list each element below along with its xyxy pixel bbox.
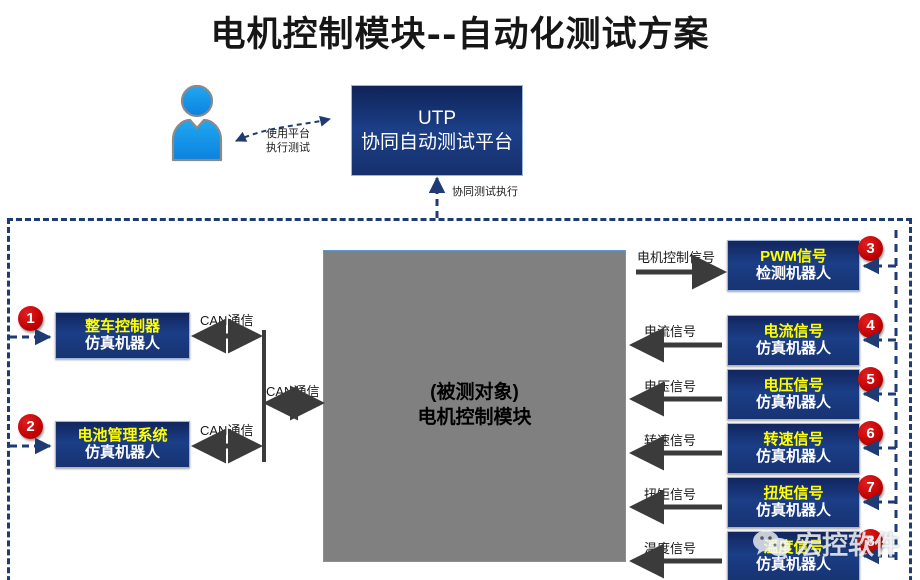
node-subtitle: 仿真机器人 bbox=[755, 393, 831, 411]
user-link-line1: 使用平台 bbox=[266, 128, 310, 140]
signal-label-7: 扭矩信号 bbox=[644, 487, 697, 502]
badge-3: 3 bbox=[858, 236, 883, 261]
can-label-2: CAN通信 bbox=[200, 423, 254, 438]
badge-6: 6 bbox=[858, 421, 883, 446]
signal-label-5: 电压信号 bbox=[644, 379, 697, 394]
node-box-speed-signal[interactable]: 转速信号 仿真机器人 bbox=[727, 423, 860, 474]
node-box-current-signal[interactable]: 电流信号 仿真机器人 bbox=[727, 315, 860, 366]
user-link-line2: 执行测试 bbox=[266, 141, 310, 154]
node-title: 扭矩信号 bbox=[763, 484, 824, 502]
signal-label-4: 电流信号 bbox=[644, 324, 697, 339]
signal-label-6: 转速信号 bbox=[644, 433, 697, 448]
user-platform-link-label: 使用平台 执行测试 bbox=[245, 128, 331, 156]
utp-subtitle: 协同自动测试平台 bbox=[360, 131, 513, 153]
badge-1: 1 bbox=[18, 306, 43, 331]
node-subtitle: 仿真机器人 bbox=[84, 334, 160, 352]
node-box-pwm-signal[interactable]: PWM信号 检测机器人 bbox=[727, 240, 860, 291]
node-title: 电压信号 bbox=[763, 376, 824, 394]
utp-title: UTP bbox=[418, 107, 456, 129]
node-box-torque-signal[interactable]: 扭矩信号 仿真机器人 bbox=[727, 477, 860, 528]
node-subtitle: 检测机器人 bbox=[755, 264, 831, 282]
signal-label-8: 温度信号 bbox=[644, 541, 697, 556]
node-box-battery-management[interactable]: 电池管理系统 仿真机器人 bbox=[55, 421, 190, 468]
node-subtitle: 仿真机器人 bbox=[755, 555, 831, 573]
node-box-vehicle-controller[interactable]: 整车控制器 仿真机器人 bbox=[55, 312, 190, 359]
node-title: 电流信号 bbox=[763, 322, 824, 340]
coordinated-exec-label: 协同测试执行 bbox=[452, 186, 518, 198]
node-title: PWM信号 bbox=[760, 247, 827, 265]
node-title: 转速信号 bbox=[763, 430, 824, 448]
badge-7: 7 bbox=[858, 475, 883, 500]
node-box-temperature-signal[interactable]: 温度信号 仿真机器人 bbox=[727, 531, 860, 580]
node-subtitle: 仿真机器人 bbox=[755, 501, 831, 519]
utp-platform-box[interactable]: UTP 协同自动测试平台 bbox=[351, 85, 523, 176]
node-title: 电池管理系统 bbox=[77, 426, 168, 444]
node-subtitle: 仿真机器人 bbox=[755, 447, 831, 465]
badge-4: 4 bbox=[858, 313, 883, 338]
dut-line1: (被测对象) bbox=[430, 382, 519, 404]
dut-line2: 电机控制模块 bbox=[417, 407, 532, 428]
page-title: 电机控制模块--自动化测试方案 bbox=[210, 14, 710, 55]
signal-label-3: 电机控制信号 bbox=[637, 250, 716, 265]
node-subtitle: 仿真机器人 bbox=[84, 443, 160, 461]
node-box-voltage-signal[interactable]: 电压信号 仿真机器人 bbox=[727, 369, 860, 420]
can-label-1: CAN通信 bbox=[200, 313, 254, 328]
badge-2: 2 bbox=[18, 414, 43, 439]
can-label-bus: CAN通信 bbox=[266, 384, 320, 399]
person-icon bbox=[168, 84, 226, 162]
test-bench-boundary bbox=[7, 218, 912, 580]
node-subtitle: 仿真机器人 bbox=[755, 339, 831, 357]
watermark: 宏控软件 bbox=[752, 525, 900, 562]
node-title: 整车控制器 bbox=[84, 317, 160, 335]
watermark-text: 宏控软件 bbox=[796, 531, 901, 561]
device-under-test-box: (被测对象) 电机控制模块 bbox=[323, 250, 626, 562]
badge-5: 5 bbox=[858, 367, 883, 392]
wechat-icon bbox=[753, 530, 790, 559]
